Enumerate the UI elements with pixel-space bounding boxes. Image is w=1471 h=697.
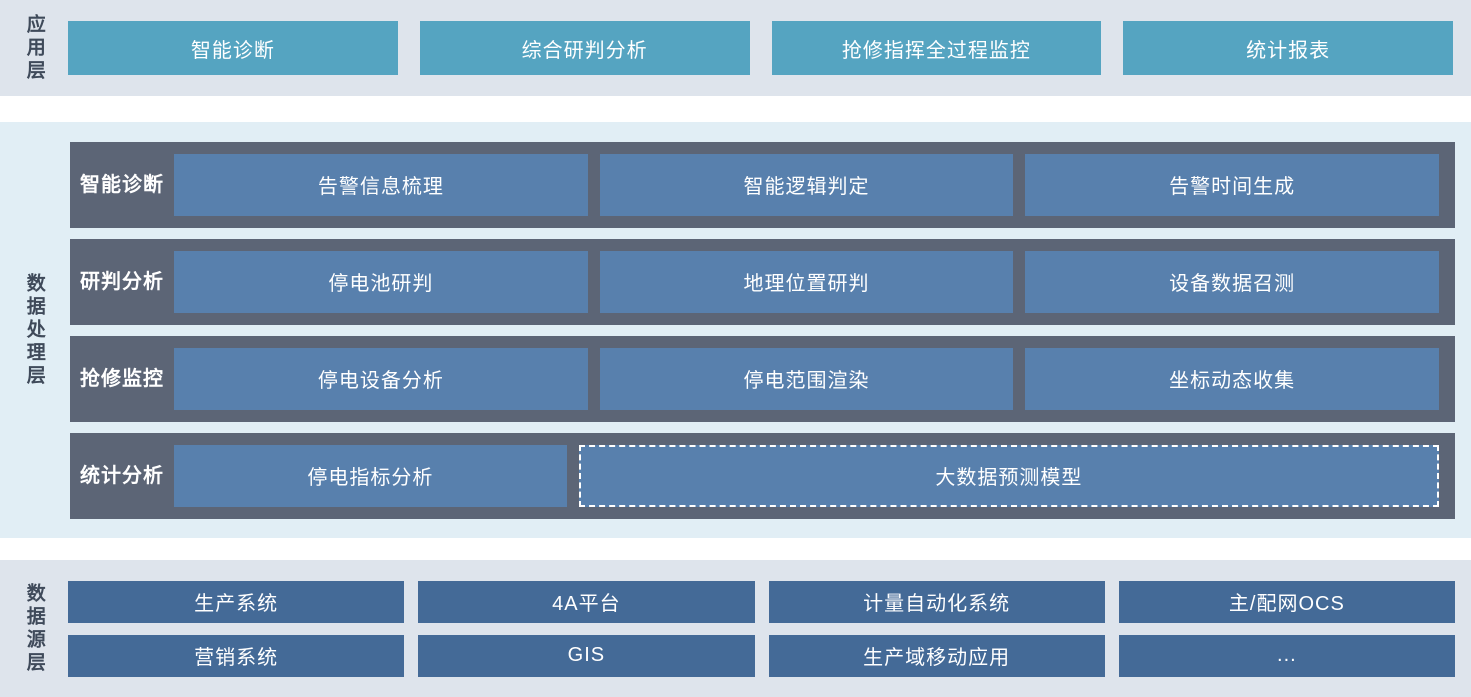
- app-box-comprehensive-analysis[interactable]: 综合研判分析: [419, 21, 750, 75]
- processing-row-judgment-analysis: 研判分析 停电池研判 地理位置研判 设备数据召测: [70, 238, 1455, 325]
- source-box-gis[interactable]: GIS: [418, 634, 755, 677]
- app-box-statistical-report[interactable]: 统计报表: [1123, 21, 1453, 75]
- processing-row-cells: 告警信息梳理 智能逻辑判定 告警时间生成: [174, 142, 1455, 228]
- source-box-marketing-system[interactable]: 营销系统: [68, 634, 405, 677]
- data-source-row: 生产系统 4A平台 计量自动化系统 主/配网OCS: [68, 580, 1455, 623]
- app-box-repair-command-monitoring[interactable]: 抢修指挥全过程监控: [771, 21, 1102, 75]
- processing-row-repair-monitoring: 抢修监控 停电设备分析 停电范围渲染 坐标动态收集: [70, 335, 1455, 422]
- data-source-row: 营销系统 GIS 生产域移动应用 ...: [68, 634, 1455, 677]
- processing-row-statistical-analysis: 统计分析 停电指标分析 大数据预测模型: [70, 432, 1455, 519]
- source-box-4a-platform[interactable]: 4A平台: [418, 580, 755, 623]
- application-layer-band: 应用层 智能诊断 综合研判分析 抢修指挥全过程监控 统计报表: [0, 0, 1471, 96]
- data-processing-layer-label-text: 数据处理层: [23, 272, 45, 388]
- app-box-intelligent-diagnosis[interactable]: 智能诊断: [68, 21, 398, 75]
- processing-cell-alarm-time-generation[interactable]: 告警时间生成: [1025, 153, 1440, 216]
- processing-cell-geolocation-judgment[interactable]: 地理位置研判: [599, 250, 1014, 313]
- processing-row-label: 智能诊断: [80, 173, 164, 196]
- data-processing-layer-label: 数据处理层: [0, 122, 68, 538]
- processing-cell-alarm-info-sorting[interactable]: 告警信息梳理: [174, 153, 588, 216]
- source-box-production-system[interactable]: 生产系统: [68, 580, 405, 623]
- processing-cell-bigdata-prediction-model[interactable]: 大数据预测模型: [578, 444, 1439, 507]
- data-processing-layer-band: 数据处理层 智能诊断 告警信息梳理 智能逻辑判定 告警时间生成 研判分析 停电池…: [0, 122, 1471, 538]
- processing-row-cells: 停电设备分析 停电范围渲染 坐标动态收集: [174, 336, 1455, 422]
- source-box-main-distribution-ocs[interactable]: 主/配网OCS: [1118, 580, 1455, 623]
- application-layer-label: 应用层: [0, 0, 68, 96]
- processing-cell-outage-range-rendering[interactable]: 停电范围渲染: [599, 347, 1014, 410]
- data-source-boxes: 生产系统 4A平台 计量自动化系统 主/配网OCS 营销系统 GIS 生产域移动…: [68, 560, 1471, 697]
- processing-row-label: 抢修监控: [80, 367, 164, 390]
- processing-row-label: 统计分析: [80, 464, 164, 487]
- processing-cell-outage-pool-judgment[interactable]: 停电池研判: [174, 250, 588, 313]
- processing-cell-coordinate-dynamic-collection[interactable]: 坐标动态收集: [1025, 347, 1440, 410]
- source-box-production-mobile-app[interactable]: 生产域移动应用: [768, 634, 1105, 677]
- processing-row-intelligent-diagnosis: 智能诊断 告警信息梳理 智能逻辑判定 告警时间生成: [70, 141, 1455, 228]
- data-source-layer-label: 数据源层: [0, 560, 68, 697]
- processing-row-label: 研判分析: [80, 270, 164, 293]
- processing-cell-outage-index-analysis[interactable]: 停电指标分析: [174, 444, 567, 507]
- data-source-layer-band: 数据源层 生产系统 4A平台 计量自动化系统 主/配网OCS 营销系统 GIS …: [0, 560, 1471, 697]
- processing-cell-intelligent-logic-judgment[interactable]: 智能逻辑判定: [599, 153, 1014, 216]
- processing-cell-outage-device-analysis[interactable]: 停电设备分析: [174, 347, 588, 410]
- source-box-metering-automation-system[interactable]: 计量自动化系统: [768, 580, 1105, 623]
- data-processing-rows: 智能诊断 告警信息梳理 智能逻辑判定 告警时间生成 研判分析 停电池研判 地理位…: [68, 122, 1471, 538]
- processing-row-cells: 停电指标分析 大数据预测模型: [174, 433, 1455, 519]
- source-box-more[interactable]: ...: [1118, 634, 1455, 677]
- processing-row-cells: 停电池研判 地理位置研判 设备数据召测: [174, 239, 1455, 325]
- application-layer-label-text: 应用层: [23, 13, 45, 83]
- application-layer-boxes: 智能诊断 综合研判分析 抢修指挥全过程监控 统计报表: [68, 0, 1471, 96]
- processing-cell-device-data-polling[interactable]: 设备数据召测: [1025, 250, 1440, 313]
- data-source-layer-label-text: 数据源层: [23, 582, 45, 675]
